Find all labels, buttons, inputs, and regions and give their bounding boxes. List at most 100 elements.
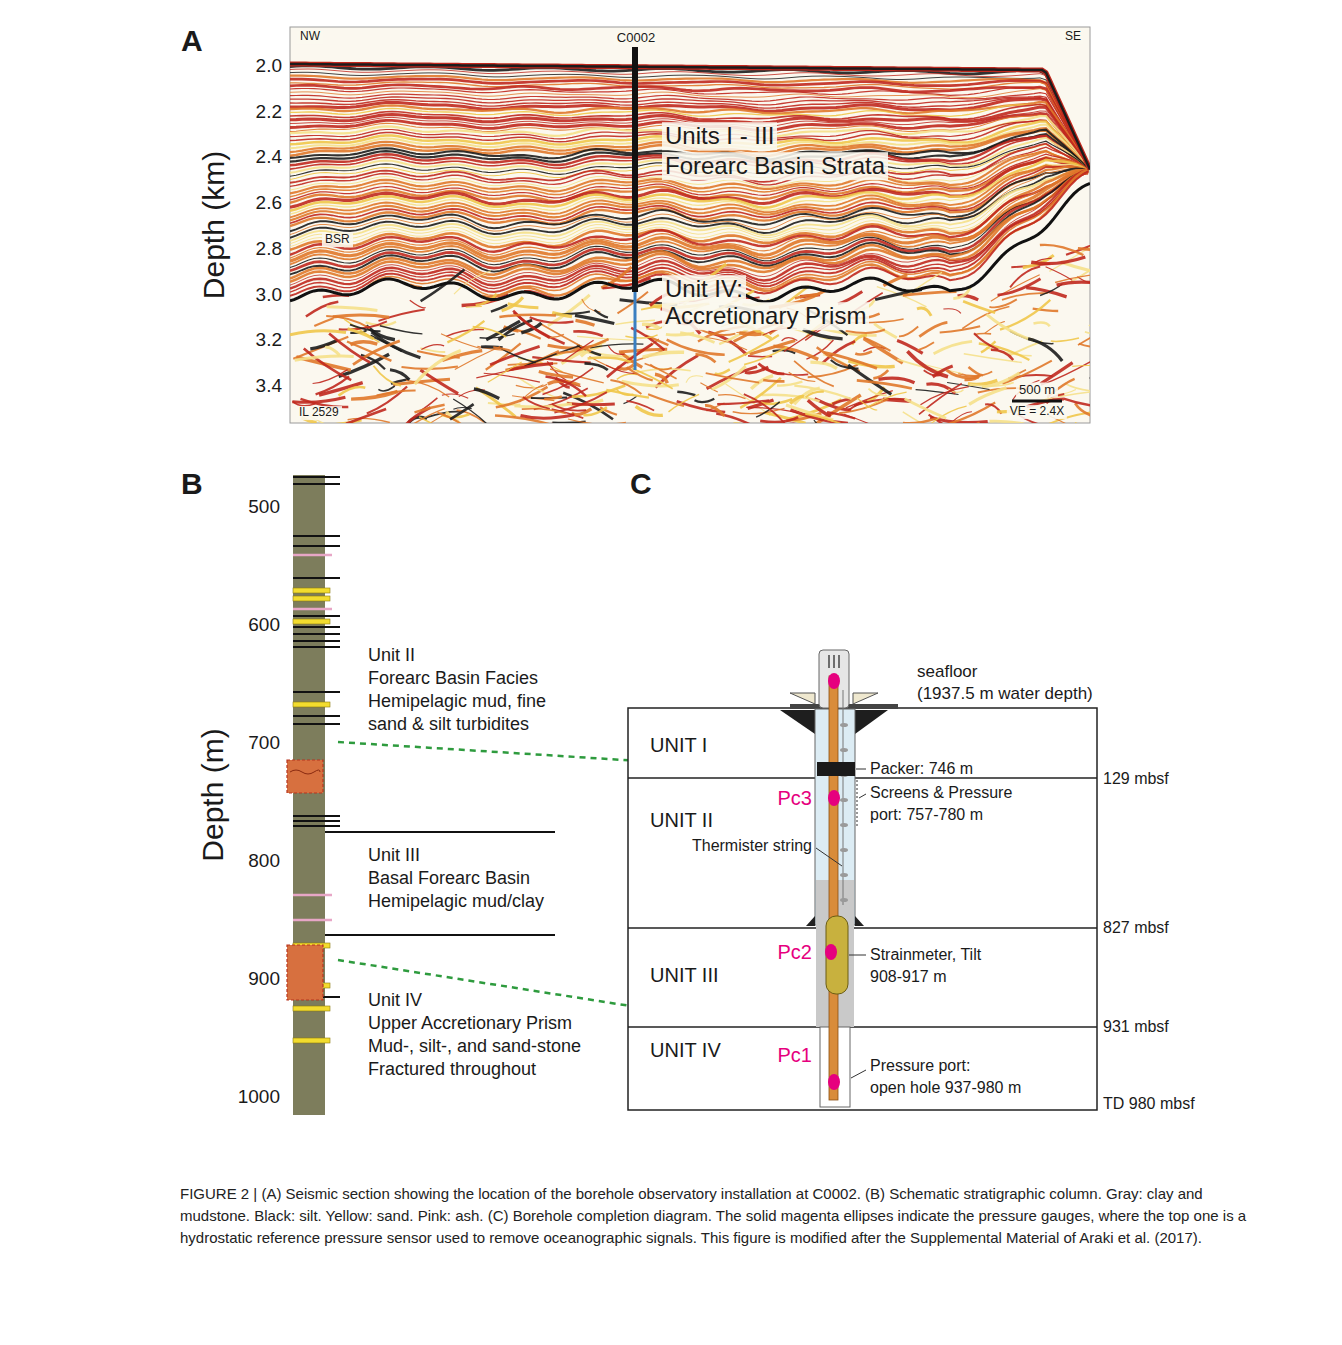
seafloor-label: (1937.5 m water depth) [917,684,1093,704]
axis-tick: 3.4 [256,375,282,397]
leader-line [816,848,842,866]
unit-heading: Unit II [368,645,415,666]
component-label: open hole 937-980 m [870,1079,1021,1097]
chaotic-reflector [339,387,366,396]
chaotic-reflector [990,421,1025,423]
chaotic-reflector [729,335,779,362]
chaotic-reflector [969,388,1006,405]
chaotic-reflector [865,392,906,408]
chaotic-reflector [940,326,980,332]
chaotic-reflector [583,407,607,415]
chaotic-reflector [961,423,979,424]
chaotic-reflector [450,404,474,419]
scale-label: 500 m [1016,383,1058,398]
chaotic-reflector [1078,325,1090,345]
strat-column [293,475,325,1115]
pressure-interval [287,945,323,1000]
seafloor-label: seafloor [917,662,977,682]
axis-tick: 500 [248,496,280,518]
unit-name: UNIT IV [650,1039,721,1062]
chaotic-reflector [372,332,421,358]
unit-description: Upper Accretionary Prism [368,1013,572,1034]
scale-bar [1012,400,1062,403]
ash-bed [293,919,332,922]
component-label: Screens & Pressure port: 757-780 m [870,782,1030,826]
chaotic-reflector [969,367,983,375]
chaotic-reflector [726,384,771,416]
chaotic-reflector [803,329,843,339]
leader-line [856,769,866,770]
chaotic-reflector [857,380,912,388]
ash-bed [293,894,332,897]
chaotic-reflector [1040,245,1084,255]
chaotic-reflector [947,370,979,378]
axis-tick: 800 [248,850,280,872]
gauge-label: Pc1 [778,1044,812,1067]
chaotic-reflector [304,349,351,381]
chaotic-reflector [453,399,489,423]
chaotic-reflector [531,397,567,399]
panel-letter: B [181,467,203,502]
chaotic-reflector [350,342,377,345]
silt-bed [293,723,340,725]
chaotic-reflector [333,315,389,317]
chaotic-reflector [794,386,851,399]
centralizer [840,798,848,802]
chaotic-reflector [760,417,798,422]
chaotic-reflector [777,382,802,386]
chaotic-reflector [968,380,997,384]
chaotic-reflector [699,329,736,335]
cap-mark [828,655,830,668]
chaotic-reflector [493,347,510,350]
chaotic-reflector [378,386,394,391]
chaotic-reflector [1078,249,1090,256]
chaotic-reflector [864,339,903,364]
unit-boundary [628,927,1097,929]
axis-title: Depth (m) [196,728,231,861]
chaotic-reflector [917,342,934,350]
unit-band: UNIT III [628,928,1097,1027]
chaotic-reflector [480,334,515,338]
chaotic-reflector [965,375,980,380]
unit-label: Units I - III [662,122,777,150]
unit-description: Mud-, silt-, and sand-stone [368,1036,581,1057]
pressure-gauge [825,944,837,960]
unit-description: Basal Forearc Basin [368,868,530,889]
component-label: Thermister string [692,837,812,855]
unit-boundary [325,831,555,833]
silt-bed [293,483,340,485]
axis-tick: 3.2 [256,329,282,351]
cap-mark [833,655,835,668]
thermistor-string [843,690,844,905]
chaotic-reflector [1056,389,1076,394]
chaotic-reflector [329,334,370,363]
chaotic-reflector [520,385,544,402]
silt-bed [293,633,340,635]
unit-band: UNIT IV [628,1027,1097,1110]
unit-boundary [325,934,555,936]
chaotic-reflector [763,380,784,381]
chaotic-reflector [521,415,575,418]
component-label: Strainmeter, Tilt 908-917 m [870,944,1000,988]
axis-tick: 2.6 [256,192,282,214]
chaotic-reflector [917,308,931,316]
axis-tick: 1000 [238,1086,280,1108]
chaotic-reflector [919,322,947,336]
chaotic-reflector [934,341,973,353]
unit-description: Fractured throughout [368,1059,536,1080]
borehole-basin [632,47,638,292]
casing-shoe [855,916,864,926]
chaotic-reflector [544,397,562,400]
chaotic-reflector [899,327,918,337]
silt-bed [293,626,340,628]
unit-name: UNIT I [650,734,707,757]
chaotic-reflector [1065,383,1090,391]
casing-shoe [806,916,815,926]
pressure-gauge [828,790,840,806]
unit-name: UNIT II [650,809,713,832]
chaotic-reflector [677,392,695,396]
unit-description: Hemipelagic mud, fine sand & silt turbid… [368,690,583,736]
chaotic-reflector [552,404,586,410]
chaotic-reflector [1026,288,1066,297]
